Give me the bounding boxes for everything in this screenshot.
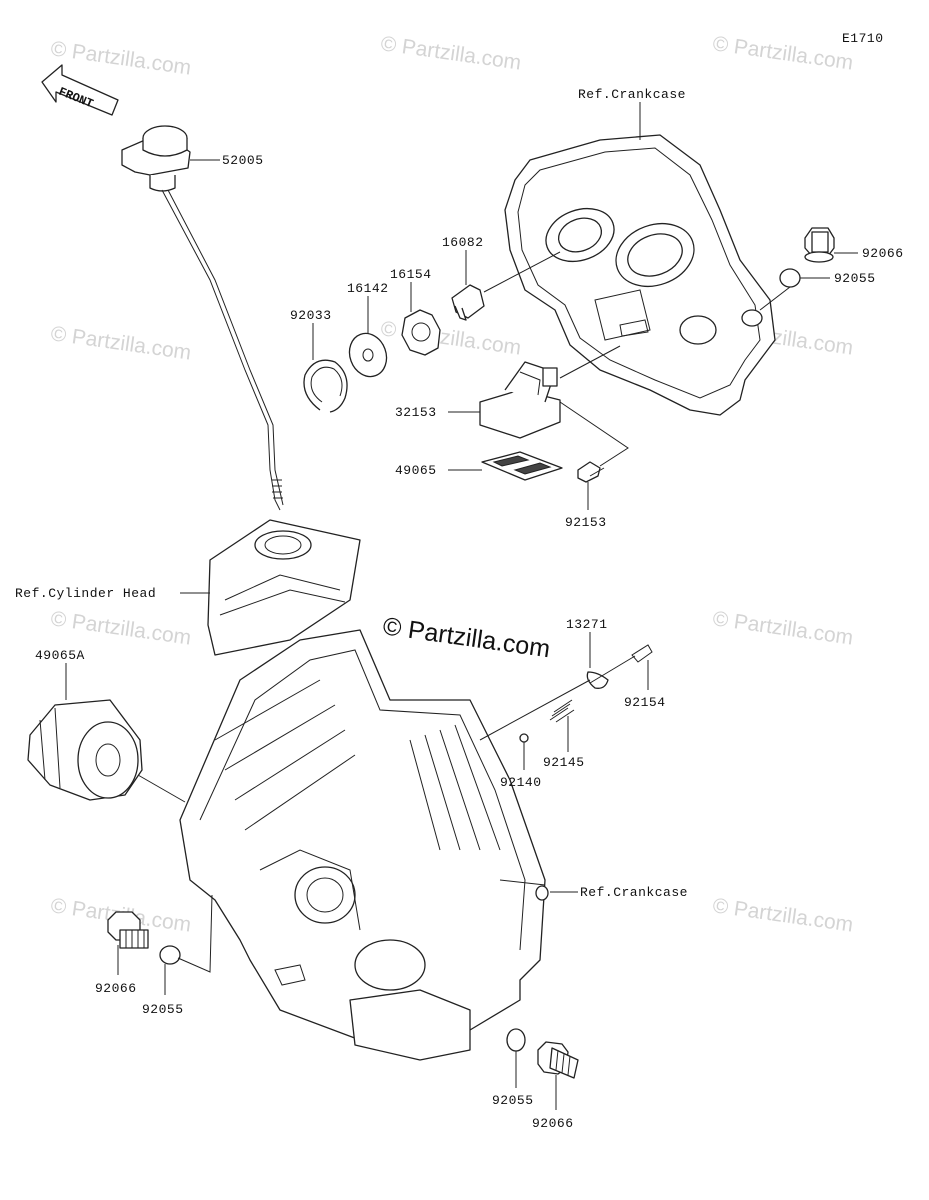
watermark: © Partzilla.com [49, 322, 192, 364]
label-ref-crankcase-top: Ref.Crankcase [578, 87, 686, 102]
label-92055-left: 92055 [142, 1002, 184, 1017]
bolt-92153-part [577, 461, 605, 483]
label-ref-crankcase-bottom: Ref.Crankcase [580, 885, 688, 900]
gasket-49065-part [481, 451, 563, 481]
label-13271: 13271 [566, 617, 608, 632]
breather-32153-part [479, 361, 561, 439]
oring-bottom [506, 1028, 526, 1052]
label-92154: 92154 [624, 695, 666, 710]
label-32153: 32153 [395, 405, 437, 420]
oring-right [779, 268, 801, 288]
front-arrow-icon: FRONT [41, 64, 119, 116]
label-16154: 16154 [390, 267, 432, 282]
watermark: © Partzilla.com [711, 607, 854, 649]
label-49065: 49065 [395, 463, 437, 478]
label-92033: 92033 [290, 308, 332, 323]
watermark: © Partzilla.com [711, 32, 854, 74]
watermark: © Partzilla.com [379, 32, 522, 74]
cylinder-head-part [207, 519, 361, 656]
watermark: © Partzilla.com [49, 37, 192, 79]
label-92055-bottom: 92055 [492, 1093, 534, 1108]
drain-plug-bottom-part [537, 1041, 579, 1079]
oil-filter-part [27, 699, 143, 801]
label-92066-bottom: 92066 [532, 1116, 574, 1131]
label-92066-left: 92066 [95, 981, 137, 996]
watermark: © Partzilla.com [49, 607, 192, 649]
label-92066-right: 92066 [862, 246, 904, 261]
label-92153: 92153 [565, 515, 607, 530]
brand-logo-text: © Partzilla.com [381, 612, 552, 663]
label-92140: 92140 [500, 775, 542, 790]
drain-plug-right-part [804, 227, 835, 263]
circlip-92033-part [303, 359, 348, 413]
relief-valve-parts [519, 644, 653, 743]
label-16142: 16142 [347, 281, 389, 296]
label-49065A: 49065A [35, 648, 85, 663]
label-92145: 92145 [543, 755, 585, 770]
label-16082: 16082 [442, 235, 484, 250]
label-ref-cylinder-head: Ref.Cylinder Head [15, 586, 156, 601]
crankcase-block-part [179, 629, 549, 1061]
label-92055-right: 92055 [834, 271, 876, 286]
watermark: © Partzilla.com [379, 317, 522, 359]
drain-plug-left-part [107, 911, 149, 949]
oring-left [159, 945, 181, 965]
diagram-code: E1710 [842, 31, 884, 46]
fitting-16082-part [451, 284, 485, 321]
dipstick-part [121, 125, 284, 511]
washer-16142-part [348, 332, 388, 378]
label-52005: 52005 [222, 153, 264, 168]
watermark: © Partzilla.com [711, 894, 854, 936]
rotor-16154-part [401, 309, 441, 356]
crankcase-cover-part [504, 134, 776, 416]
